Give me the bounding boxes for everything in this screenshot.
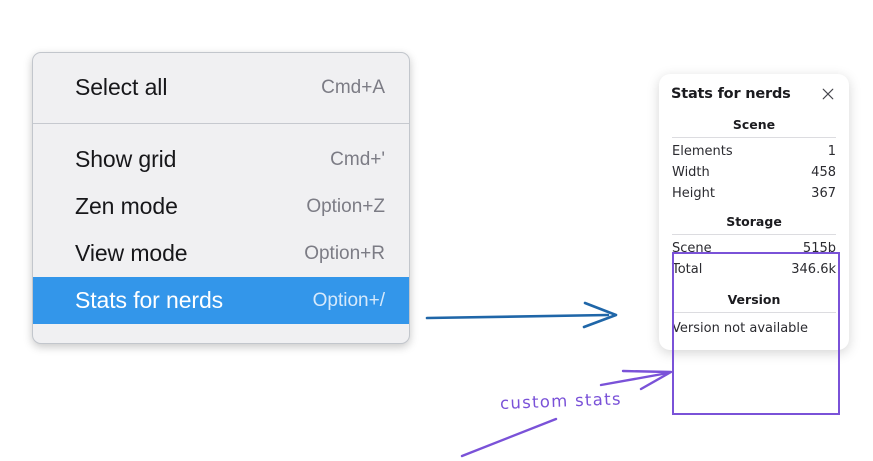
menu-item-shortcut: Cmd+' (330, 148, 385, 170)
menu-item-label: Show grid (75, 146, 177, 172)
section-divider (672, 311, 836, 313)
stat-row: Height 367 (671, 184, 837, 205)
handwritten-annotation-label: custom stats (499, 389, 623, 413)
stat-value: 515b (802, 240, 836, 256)
stat-value: 1 (827, 144, 836, 159)
close-icon[interactable] (820, 86, 836, 102)
purple-arrow-annotation (599, 369, 673, 391)
purple-underline-stroke (460, 417, 558, 458)
blue-arrow-annotation (425, 301, 618, 329)
stat-value: 367 (811, 185, 836, 201)
stat-value: 346.6k (791, 261, 836, 277)
menu-item-label: Zen mode (75, 193, 178, 219)
stat-key: Scene (672, 240, 712, 256)
stat-key: Elements (672, 144, 733, 159)
menu-item-shortcut: Cmd+A (321, 76, 385, 98)
stat-row: Total 346.6k (671, 260, 837, 281)
menu-item-label: Select all (75, 74, 168, 100)
menu-item-show-grid[interactable]: Show grid Cmd+' (33, 136, 409, 183)
menu-group-gap-2 (33, 124, 409, 136)
section-divider (672, 233, 836, 235)
section-heading-version: Version (727, 291, 781, 307)
section-heading-storage: Storage (726, 213, 782, 229)
menu-item-zen-mode[interactable]: Zen mode Option+Z (33, 183, 409, 230)
panel-header: Stats for nerds (671, 86, 837, 102)
menu-group-gap (33, 111, 409, 123)
context-menu[interactable]: Select all Cmd+A Show grid Cmd+' Zen mod… (32, 52, 410, 344)
stat-row: Scene 515b (671, 239, 837, 260)
stat-row: Elements 1 (671, 142, 837, 163)
menu-top-padding (33, 53, 409, 64)
menu-item-shortcut: Option+/ (312, 289, 385, 311)
stat-row: Width 458 (671, 163, 837, 184)
section-divider (672, 137, 836, 138)
stats-for-nerds-panel: Stats for nerds Scene Elements 1 Width 4… (659, 74, 849, 350)
version-note: Version not available (672, 320, 809, 336)
menu-item-shortcut: Option+Z (306, 195, 385, 217)
menu-item-view-mode[interactable]: View mode Option+R (33, 230, 409, 277)
panel-title: Stats for nerds (671, 86, 791, 102)
stat-key: Total (672, 261, 703, 277)
menu-item-shortcut: Option+R (304, 242, 385, 264)
stat-value: 458 (811, 164, 836, 180)
section-heading-scene: Scene (732, 117, 776, 132)
menu-separator (33, 123, 409, 124)
menu-bottom-padding (33, 324, 409, 343)
menu-item-select-all[interactable]: Select all Cmd+A (33, 64, 409, 111)
menu-item-label: Stats for nerds (75, 287, 224, 313)
menu-item-label: View mode (75, 240, 188, 266)
stat-key: Width (672, 164, 710, 180)
stat-key: Height (672, 185, 715, 201)
menu-item-stats-for-nerds[interactable]: Stats for nerds Option+/ (33, 277, 409, 324)
